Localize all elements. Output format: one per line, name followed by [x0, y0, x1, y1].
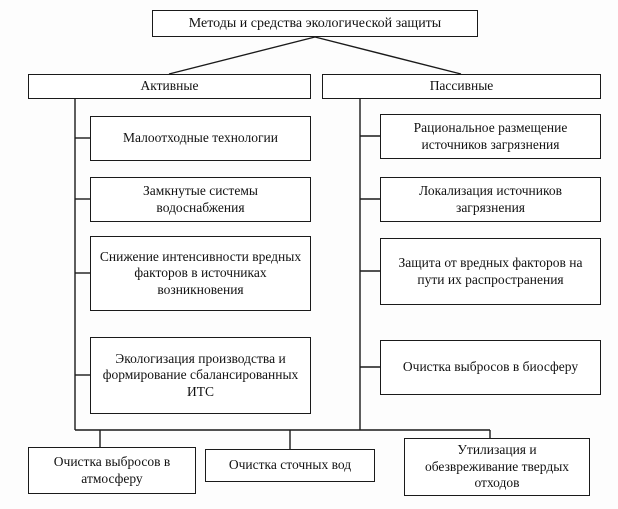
node-label: Рациональное размещение источников загря… — [413, 120, 568, 152]
node-label: Снижение интенсивности вредных факторов … — [99, 248, 302, 297]
node-passive-rational-placement: Рациональное размещение источников загря… — [380, 114, 601, 159]
node-passive-cleaning-emissions-biosphere: Очистка выбросов в биосферу — [380, 340, 601, 395]
node-root-label: Методы и средства экологической защиты — [188, 15, 442, 31]
node-label: Очистка сточных вод — [228, 457, 352, 473]
node-label: Малоотходные технологии — [123, 130, 278, 146]
node-branch-active: Активные — [28, 74, 311, 99]
node-branch-passive-label: Пассивные — [429, 78, 494, 94]
node-active-ecologization-production: Экологизация производства и формирование… — [90, 337, 311, 414]
node-active-closed-water-systems: Замкнутые системы водоснабжения — [90, 177, 311, 222]
node-label: Экологизация производства и формирование… — [102, 350, 299, 399]
node-active-reduce-harmful-factors: Снижение интенсивности вредных факторов … — [90, 236, 311, 311]
node-label: Утилизация и обезвреживание твердых отхо… — [424, 442, 570, 491]
node-passive-localization-sources: Локализация источников загрязнения — [380, 177, 601, 222]
node-branch-passive: Пассивные — [322, 74, 601, 99]
node-label: Очистка выбросов в атмосферу — [53, 454, 171, 486]
node-bottom-wastewater-cleaning: Очистка сточных вод — [205, 449, 375, 482]
node-branch-active-label: Активные — [140, 78, 199, 94]
node-passive-protection-from-factors: Защита от вредных факторов на пути их ра… — [380, 238, 601, 305]
node-label: Замкнутые системы водоснабжения — [143, 183, 258, 215]
node-root: Методы и средства экологической защиты — [152, 10, 478, 37]
node-bottom-solid-waste-utilization: Утилизация и обезвреживание твердых отхо… — [404, 438, 590, 496]
node-active-low-waste-tech: Малоотходные технологии — [90, 116, 311, 161]
node-label: Очистка выбросов в биосферу — [402, 359, 579, 375]
node-bottom-atmosphere-cleaning: Очистка выбросов в атмосферу — [28, 447, 196, 494]
node-label: Защита от вредных факторов на пути их ра… — [398, 255, 583, 287]
node-label: Локализация источников загрязнения — [419, 183, 562, 215]
